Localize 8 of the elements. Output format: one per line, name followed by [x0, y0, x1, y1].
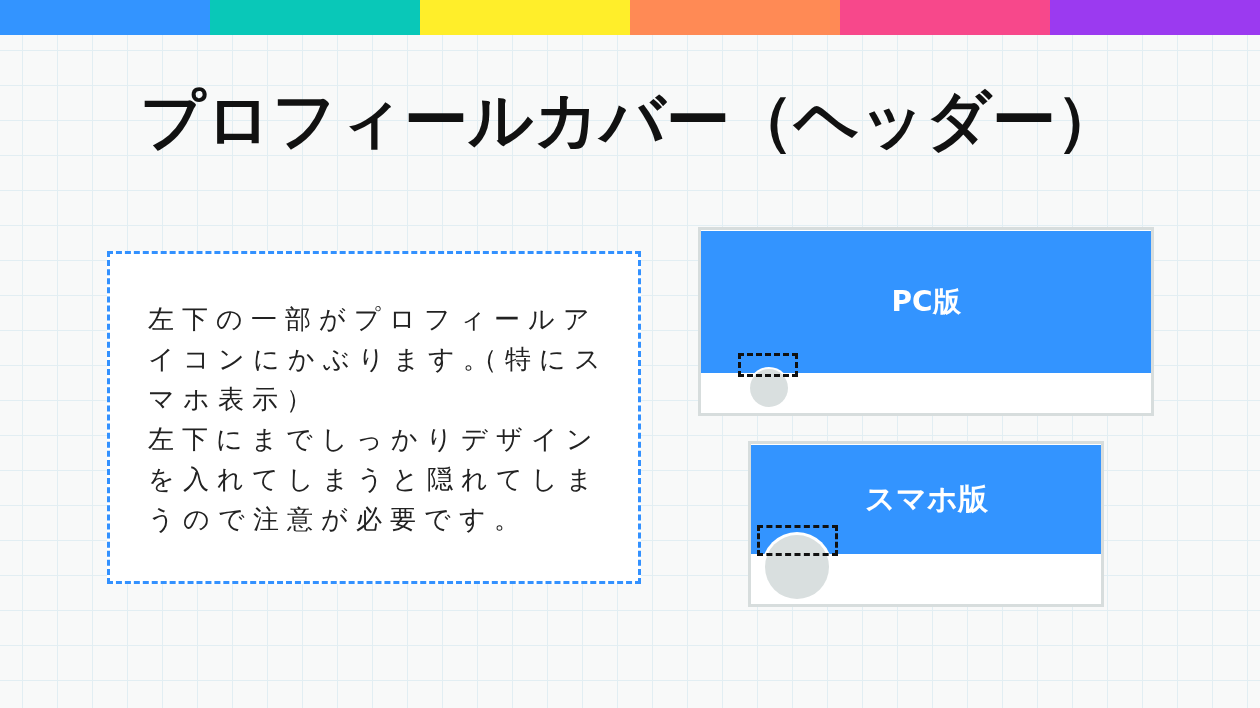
note-text: 左下の一部がプロフィールアイコンにかぶります。（特にスマホ表示） — [148, 303, 610, 416]
note-text: 左下にまでしっかりデザインを入れてしまうと隠れてしまうので注意が必要です。 — [148, 423, 602, 536]
cover-header — [751, 445, 1101, 554]
note-box — [107, 251, 641, 584]
header-label: PC版 — [891, 284, 961, 320]
title: プロフィールカバー（ヘッダー） — [140, 82, 1120, 159]
cover-header — [701, 231, 1151, 373]
header-label: スマホ版 — [864, 480, 988, 518]
